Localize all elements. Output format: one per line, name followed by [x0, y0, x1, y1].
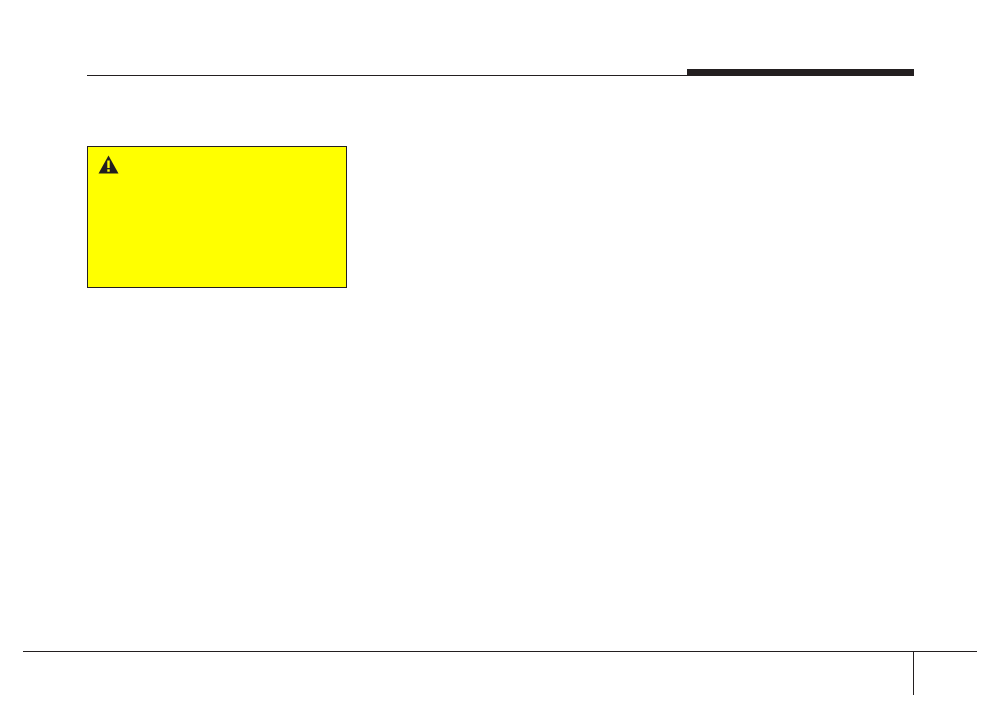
footer-divider	[913, 651, 914, 695]
warning-triangle-icon	[98, 155, 119, 174]
section-tab-bar	[687, 69, 914, 76]
footer-rule	[23, 651, 977, 652]
header-rule	[87, 75, 687, 76]
warning-box	[87, 146, 347, 288]
